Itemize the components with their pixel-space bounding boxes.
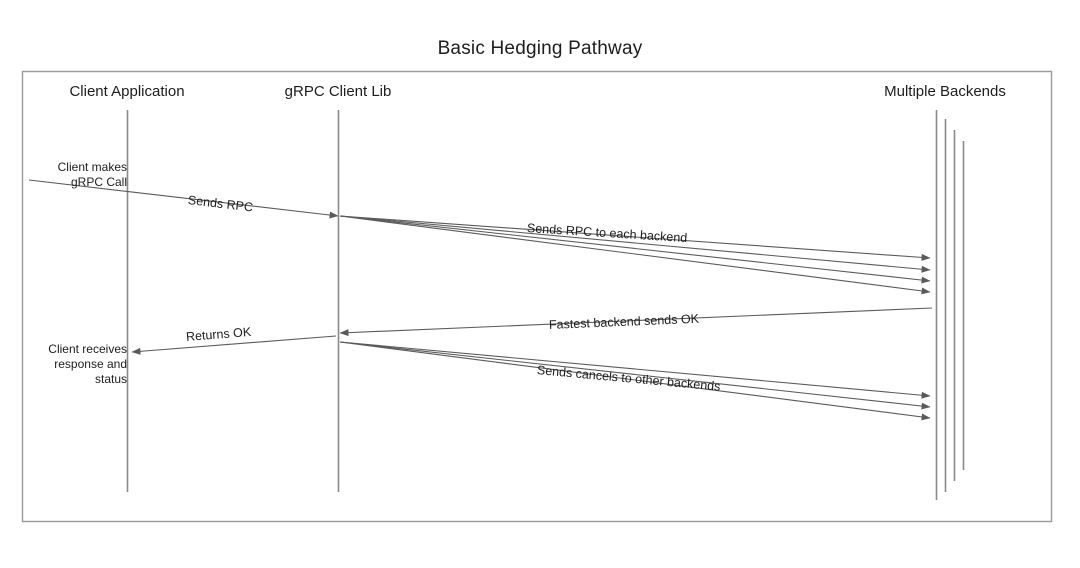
arrow-sends-rpc-backend-2 xyxy=(339,215,931,273)
arrow-cancel-backend-2 xyxy=(339,341,931,410)
lifelines xyxy=(126,110,965,500)
lane-header-grpc-client-lib: gRPC Client Lib xyxy=(284,83,392,100)
page-title: Basic Hedging Pathway xyxy=(437,38,643,59)
lane-header-client-application: Client Application xyxy=(69,83,185,100)
lane-header-multiple-backends: Multiple Backends xyxy=(884,83,1006,100)
arrow-sends-rpc-backend-3 xyxy=(339,215,931,284)
arrow-returns-ok xyxy=(131,335,337,355)
arrow-sends-rpc-backend-1 xyxy=(339,215,931,261)
diagram-frame xyxy=(21,70,1053,523)
arrow-cancel-backend-1 xyxy=(339,341,931,399)
arrow-cancel-backend-3 xyxy=(339,341,931,421)
note-client-receives-response: Client receives response and status xyxy=(48,342,127,386)
note-client-makes-call: Client makes gRPC Call xyxy=(57,160,127,189)
arrow-sends-rpc xyxy=(28,179,339,219)
arrow-fastest-backend-sends-ok xyxy=(339,307,933,337)
message-arrows xyxy=(28,179,933,421)
arrow-sends-rpc-backend-4 xyxy=(339,215,931,295)
